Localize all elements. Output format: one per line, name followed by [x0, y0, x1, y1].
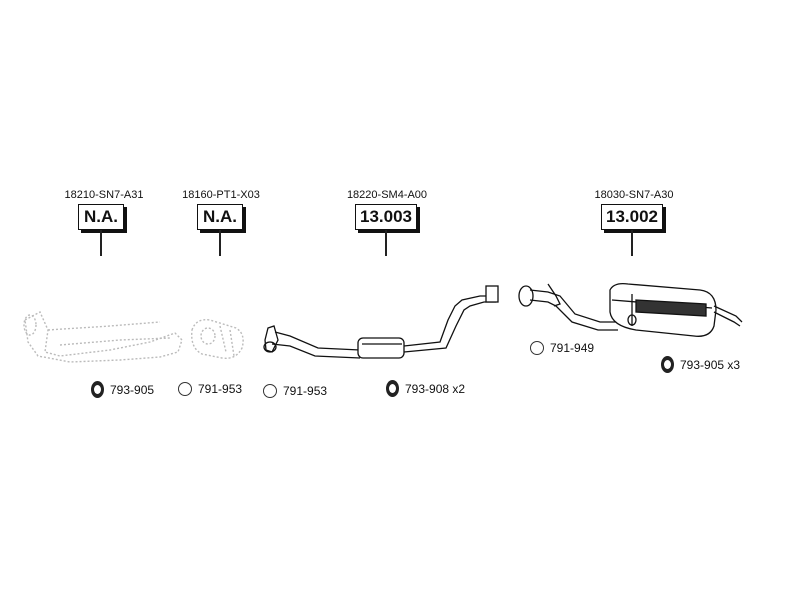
rubber-hanger-icon [91, 381, 104, 398]
fitting-code: 791-953 [283, 384, 328, 398]
part-number-box-rear-silencer[interactable]: 13.002 [601, 204, 663, 230]
fitting-793-905-x3[interactable]: 793-905 x3 [661, 356, 740, 373]
fitting-code: 791-949 [550, 341, 595, 355]
part-number-box-catalyst[interactable]: N.A. [197, 204, 243, 230]
fitting-791-949[interactable]: 791-949 [530, 341, 594, 355]
rear-silencer-13002 [518, 282, 743, 337]
rubber-hanger-icon [661, 356, 674, 373]
leader-line-front-pipe [100, 230, 102, 256]
fitting-791-953-a[interactable]: 791-953 [178, 382, 242, 396]
leader-line-rear-silencer [631, 230, 633, 256]
fitting-793-905[interactable]: 793-905 [91, 381, 154, 398]
fitting-code: 793-908 x2 [405, 381, 466, 396]
fitting-code: 793-905 [110, 382, 155, 397]
part-number-box-middle-pipe[interactable]: 13.003 [355, 204, 417, 230]
rubber-hanger-icon [386, 380, 399, 397]
fitting-793-908[interactable]: 793-908 x2 [386, 380, 465, 397]
fitting-791-953-b[interactable]: 791-953 [263, 384, 327, 398]
gasket-ring-icon [530, 341, 544, 355]
oem-number-front-pipe: 18210-SN7-A31 [64, 189, 144, 201]
fitting-code: 791-953 [198, 382, 243, 396]
catalyst-faded [191, 319, 244, 359]
oem-number-catalyst: 18160-PT1-X03 [182, 189, 260, 201]
oem-number-middle-pipe: 18220-SM4-A00 [346, 189, 428, 201]
middle-pipe-13003 [263, 285, 499, 359]
leader-line-catalyst [219, 230, 221, 256]
gasket-ring-icon [263, 384, 277, 398]
leader-line-middle-pipe [385, 230, 387, 256]
fitting-code: 793-905 x3 [680, 357, 741, 372]
oem-number-rear-silencer: 18030-SN7-A30 [594, 189, 674, 201]
gasket-ring-icon [178, 382, 192, 396]
front-pipe-faded [23, 311, 183, 363]
part-number-box-front-pipe[interactable]: N.A. [78, 204, 124, 230]
